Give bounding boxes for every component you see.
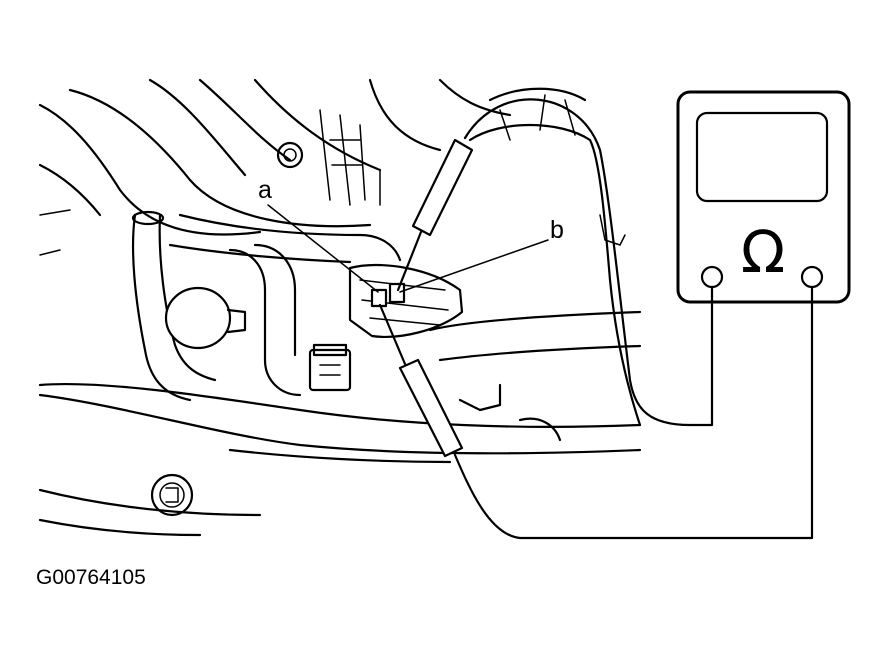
callout-b: b xyxy=(550,216,564,244)
figure-code: G00764105 xyxy=(36,566,146,589)
ohmmeter: Ω xyxy=(676,90,851,304)
meter-display xyxy=(695,111,829,203)
test-probe-lower xyxy=(378,303,464,458)
meter-terminal-left xyxy=(700,265,724,289)
meter-lead-upper xyxy=(463,98,714,427)
leader-line-b xyxy=(399,239,549,293)
test-probe-upper xyxy=(396,138,474,292)
engine-bay-artwork xyxy=(38,78,642,537)
callout-a: a xyxy=(258,176,272,204)
connector xyxy=(348,263,464,338)
meter-terminal-right xyxy=(800,265,824,289)
ohm-symbol-icon: Ω xyxy=(741,218,785,286)
leader-line-a xyxy=(267,204,379,293)
meter-lead-lower xyxy=(453,278,814,540)
